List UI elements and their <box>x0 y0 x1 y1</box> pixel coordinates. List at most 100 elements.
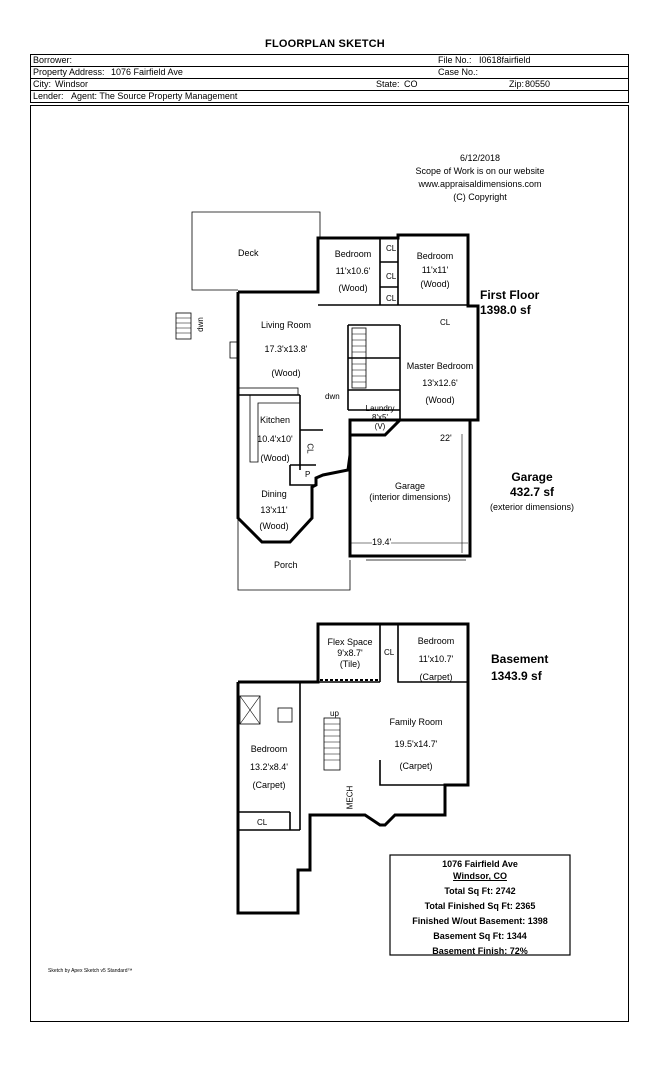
room-floor: (Wood) <box>271 368 301 378</box>
page-title: FLOORPLAN SKETCH <box>265 38 385 50</box>
deck-outline <box>191 211 321 291</box>
room-floor: (Carpet) <box>399 761 433 771</box>
room-size: 11'x11' <box>421 265 449 275</box>
label-cl-basement-1: CL <box>384 648 395 657</box>
room-size: 11'x10.7' <box>418 654 454 664</box>
label-dwn-stairs: dwn <box>325 392 340 401</box>
deck-stairs <box>175 312 192 340</box>
garage-area: 432.7 sf <box>509 485 555 499</box>
file-no-value: I0618fairfield <box>479 55 531 65</box>
room-size: 9'x8.7' <box>337 648 363 658</box>
note-date: 6/12/2018 <box>459 153 501 163</box>
summary-box <box>389 854 571 956</box>
summary-address-1: 1076 Fairfield Ave <box>442 859 518 869</box>
room-size: 11'x10.6' <box>335 266 371 276</box>
room-floor: (Wood) <box>260 453 290 463</box>
garage-room-name: Garage <box>394 481 426 491</box>
summary-basement-finish: Basement Finish: 72% <box>432 946 528 956</box>
room-floor: (Carpet) <box>419 672 453 682</box>
room-size: 10.4'x10' <box>257 434 293 444</box>
garage-room-note: (interior dimensions) <box>369 492 451 502</box>
room-floor: (Wood) <box>259 521 289 531</box>
first-floor-title: First Floor 1398.0 sf <box>480 288 539 318</box>
lender-label: Lender: <box>33 91 64 101</box>
room-floor: (Wood) <box>425 395 455 405</box>
property-address-value: 1076 Fairfield Ave <box>111 67 183 77</box>
room-size: 13.2'x8.4' <box>250 762 288 772</box>
lender-value: Agent: The Source Property Management <box>71 91 238 101</box>
label-cl-basement-2: CL <box>257 818 268 827</box>
header-row-address: Property Address: 1076 Fairfield Ave Cas… <box>30 66 629 78</box>
header-row-city: City: Windsor State: CO Zip: 80550 <box>30 78 629 90</box>
garage-note: (exterior dimensions) <box>489 502 575 512</box>
software-credit: Sketch by Apex Sketch v5 Standard™ <box>48 968 133 974</box>
file-no-label: File No.: <box>438 55 472 65</box>
room-porch: Porch <box>274 560 298 570</box>
header-row-lender: Lender: Agent: The Source Property Manag… <box>30 90 629 103</box>
room-size: 17.3'x13.8' <box>264 344 308 354</box>
summary-total-sqft: Total Sq Ft: 2742 <box>444 886 516 896</box>
room-kitchen: Kitchen 10.4'x10' (Wood) <box>252 411 298 468</box>
room-master-bedroom: Master Bedroom 13'x12.6' (Wood) <box>400 358 480 409</box>
room-size: 13'x12.6' <box>422 378 458 388</box>
room-name: Laundry <box>365 404 395 413</box>
summary-finished-wo-basement: Finished W/out Basement: 1398 <box>412 916 548 926</box>
porch-outline <box>237 520 351 591</box>
header-row-borrower: Borrower: File No.: I0618fairfield <box>30 54 629 66</box>
room-basement-bedroom-2: Bedroom 13.2'x8.4' (Carpet) <box>240 740 298 794</box>
garage-door <box>366 555 466 561</box>
note-line2: www.appraisaldimensions.com <box>418 179 542 189</box>
room-floor: (V) <box>374 422 386 431</box>
label-cl-bed1: CL <box>386 244 397 253</box>
room-laundry: Laundry 8'x5' (V) <box>360 404 400 431</box>
label-up: up <box>330 709 339 718</box>
room-size: 13'x11' <box>260 505 288 515</box>
zip-label: Zip: <box>509 79 525 89</box>
room-name: Bedroom <box>334 249 372 259</box>
state-label: State: <box>376 79 400 89</box>
state-value: CO <box>404 79 418 89</box>
garage-room-label: Garage (interior dimensions) <box>350 481 470 503</box>
summary-finished-sqft: Total Finished Sq Ft: 2365 <box>424 901 536 911</box>
city-label: City: <box>33 79 51 89</box>
garage-dim-width: 19.4' <box>372 537 392 547</box>
basement-title: Basement 1343.9 sf <box>491 651 548 685</box>
room-name: Bedroom <box>417 636 455 646</box>
room-name: Dining <box>261 489 287 499</box>
label-cl-master: CL <box>440 318 451 327</box>
summary-content: 1076 Fairfield Ave Windsor, CO Total Sq … <box>390 858 570 959</box>
room-family: Family Room 19.5'x14.7' (Carpet) <box>380 711 452 777</box>
city-value: Windsor <box>55 79 89 89</box>
first-floor-area: 1398.0 sf <box>480 303 531 317</box>
basement-outline <box>236 622 470 915</box>
room-name: Kitchen <box>259 415 291 425</box>
room-floor: (Carpet) <box>252 780 286 790</box>
room-name: Family Room <box>389 717 443 727</box>
room-name: Bedroom <box>416 251 454 261</box>
basement-label: Basement <box>491 652 549 666</box>
borrower-label: Borrower: <box>33 55 73 65</box>
case-no-label: Case No.: <box>438 67 479 77</box>
room-floor: (Wood) <box>338 283 368 293</box>
room-size: 8'x5' <box>372 413 388 422</box>
room-size: 19.5'x14.7' <box>394 739 438 749</box>
notes-block: 6/12/2018 Scope of Work is on our websit… <box>380 152 580 204</box>
room-name: Flex Space <box>327 637 373 647</box>
label-cl-bed3: CL <box>386 294 397 303</box>
summary-basement-sqft: Basement Sq Ft: 1344 <box>433 931 527 941</box>
room-name: Living Room <box>260 320 312 330</box>
sketch-frame <box>30 105 629 1022</box>
room-name: Master Bedroom <box>406 361 474 371</box>
label-dwn-deck: dwn <box>195 317 205 332</box>
room-name: Bedroom <box>250 744 288 754</box>
room-bedroom-2: Bedroom 11'x11' (Wood) <box>404 249 466 291</box>
label-cl-kitchen: CL <box>305 443 315 454</box>
room-dining: Dining 13'x11' (Wood) <box>248 486 300 534</box>
zip-value: 80550 <box>525 79 551 89</box>
room-deck: Deck <box>238 248 259 258</box>
first-floor-label: First Floor <box>480 288 540 302</box>
note-line3: (C) Copyright <box>453 192 507 202</box>
basement-walls <box>238 624 468 831</box>
room-flex-space: Flex Space 9'x8.7' (Tile) <box>320 637 380 670</box>
